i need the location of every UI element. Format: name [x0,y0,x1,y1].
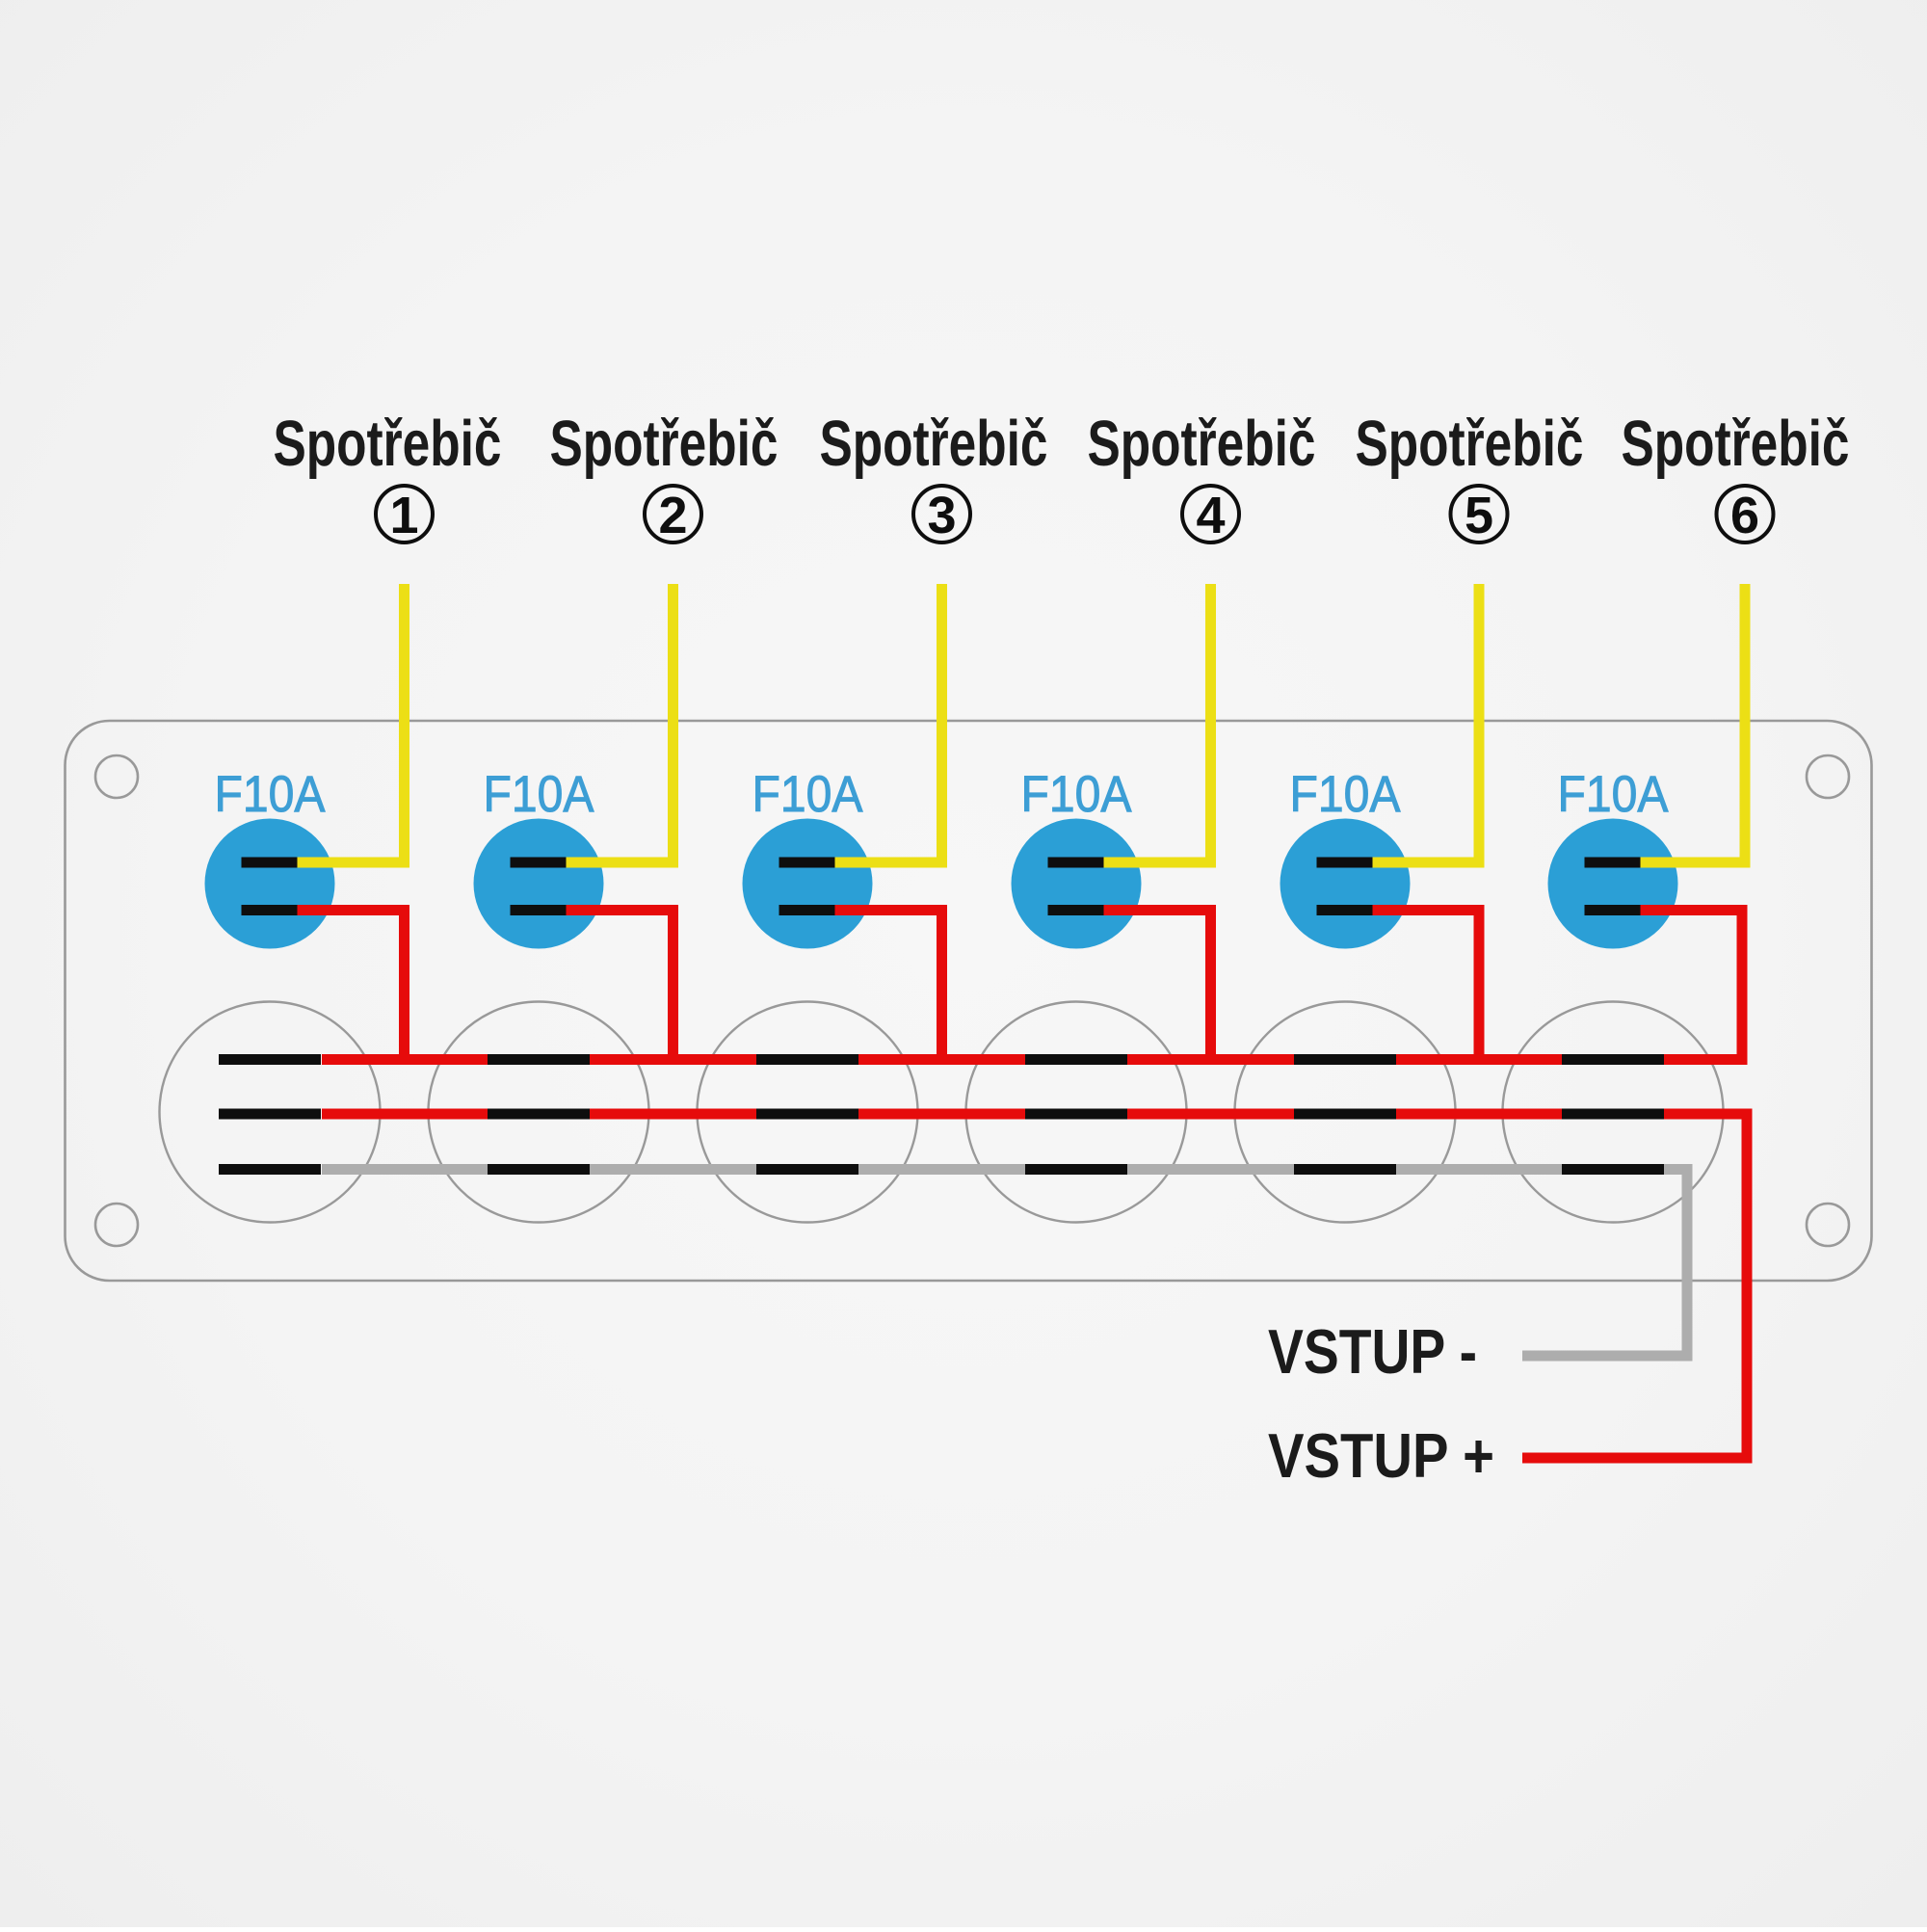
svg-text:Spotřebič: Spotřebič [820,408,1048,480]
svg-text:Spotřebič: Spotřebič [550,408,779,480]
svg-text:Spotřebič: Spotřebič [1622,408,1850,480]
svg-text:4: 4 [1196,487,1225,544]
svg-text:VSTUP +: VSTUP + [1268,1420,1494,1491]
svg-text:3: 3 [927,487,956,544]
svg-text:6: 6 [1730,487,1759,544]
svg-text:Spotřebič: Spotřebič [1088,408,1316,480]
svg-text:F10A: F10A [1290,766,1402,823]
svg-text:F10A: F10A [484,766,595,823]
svg-text:F10A: F10A [215,766,327,823]
svg-text:1: 1 [389,487,418,544]
svg-text:F10A: F10A [1558,766,1670,823]
svg-text:2: 2 [658,487,687,544]
svg-text:F10A: F10A [752,766,864,823]
svg-text:Spotřebič: Spotřebič [274,408,502,480]
svg-text:5: 5 [1465,487,1493,544]
svg-text:VSTUP -: VSTUP - [1268,1316,1477,1387]
svg-text:F10A: F10A [1021,766,1133,823]
svg-text:Spotřebič: Spotřebič [1356,408,1584,480]
